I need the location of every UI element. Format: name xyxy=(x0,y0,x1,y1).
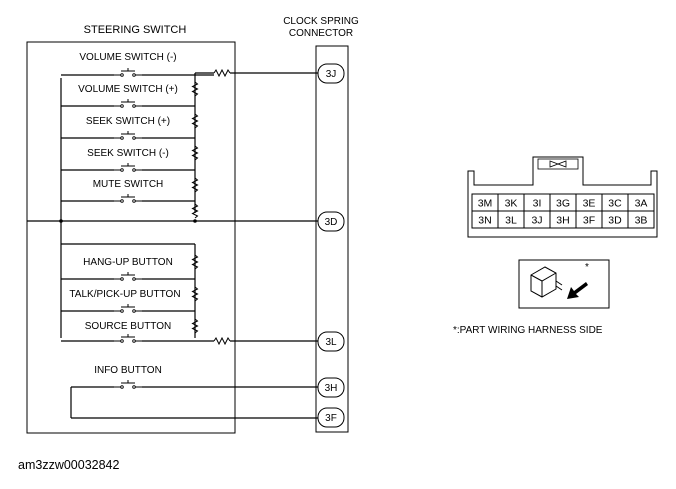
source-series-resistor xyxy=(213,337,231,345)
seek-minus-switch xyxy=(113,162,143,172)
connector-cell-3b: 3B xyxy=(627,210,655,229)
pin-3f: 3F xyxy=(317,407,345,428)
mute-switch xyxy=(113,193,143,203)
steering-switch-box xyxy=(26,41,236,434)
volume-plus-switch xyxy=(113,98,143,108)
svg-text:3D: 3D xyxy=(608,215,622,227)
svg-text:3L: 3L xyxy=(325,337,337,348)
svg-text:3J: 3J xyxy=(531,215,542,227)
connector-cell-3m: 3M xyxy=(471,193,499,212)
talk-pick-up-switch xyxy=(113,303,143,313)
pin-3j: 3J xyxy=(317,63,345,84)
svg-text:3K: 3K xyxy=(505,198,518,210)
connector-cell-3f: 3F xyxy=(575,210,603,229)
image-code: am3zzw00032842 xyxy=(18,458,120,472)
svg-text:3L: 3L xyxy=(505,215,517,227)
svg-text:3H: 3H xyxy=(556,215,569,227)
svg-text:3C: 3C xyxy=(608,198,622,210)
info-label: INFO BUTTON xyxy=(94,365,162,376)
harness-note: *:PART WIRING HARNESS SIDE xyxy=(453,325,603,336)
connector-cell-3j: 3J xyxy=(523,210,551,229)
talk-pick-up-label: TALK/PICK-UP BUTTON xyxy=(69,289,180,300)
svg-text:3J: 3J xyxy=(326,69,337,80)
steering-switch-title: STEERING SWITCH xyxy=(84,24,187,36)
hang-up-label: HANG-UP BUTTON xyxy=(83,257,173,268)
hang-up-switch xyxy=(113,271,143,281)
svg-text:*: * xyxy=(585,262,589,273)
svg-text:3G: 3G xyxy=(556,198,570,210)
connector-cell-3h: 3H xyxy=(549,210,577,229)
svg-text:3A: 3A xyxy=(635,198,648,210)
svg-text:3D: 3D xyxy=(325,217,338,228)
seek-plus-label: SEEK SWITCH (+) xyxy=(86,116,170,127)
volume-minus-resistor xyxy=(213,69,231,77)
pin-3h: 3H xyxy=(317,377,345,398)
connector-cell-3a: 3A xyxy=(627,193,655,212)
connector-cell-3g: 3G xyxy=(549,193,577,212)
info-switch xyxy=(113,379,143,389)
connector-cell-3i: 3I xyxy=(523,193,551,212)
volume-minus-label: VOLUME SWITCH (-) xyxy=(79,52,176,63)
pin-3d: 3D xyxy=(317,211,345,232)
svg-text:3B: 3B xyxy=(635,215,648,227)
svg-text:3N: 3N xyxy=(478,215,491,227)
connector-cell-3l: 3L xyxy=(497,210,525,229)
mute-label: MUTE SWITCH xyxy=(93,179,164,190)
connector-cell-3k: 3K xyxy=(497,193,525,212)
connector-cell-3e: 3E xyxy=(575,193,603,212)
harness-side-plug-icon: * xyxy=(518,259,610,309)
svg-text:3F: 3F xyxy=(325,413,337,424)
clock-spring-connector-body xyxy=(315,45,349,433)
connector-cell-3c: 3C xyxy=(601,193,629,212)
connector-cell-3n: 3N xyxy=(471,210,499,229)
svg-text:3H: 3H xyxy=(325,383,338,394)
connector-cell-3d: 3D xyxy=(601,210,629,229)
svg-text:3M: 3M xyxy=(478,198,493,210)
svg-text:3E: 3E xyxy=(583,198,596,210)
svg-text:3F: 3F xyxy=(583,215,595,227)
seek-minus-label: SEEK SWITCH (-) xyxy=(87,148,169,159)
connector-face-view: 3M 3K 3I 3G 3E 3C 3A 3N 3L 3J 3H 3F 3D 3B xyxy=(467,156,658,238)
clock-spring-title-line2: CONNECTOR xyxy=(289,28,353,39)
source-switch xyxy=(113,333,143,343)
seek-plus-switch xyxy=(113,130,143,140)
pin-3l: 3L xyxy=(317,331,345,352)
clock-spring-title-line1: CLOCK SPRING xyxy=(283,16,359,27)
volume-minus-switch xyxy=(113,67,143,77)
volume-plus-label: VOLUME SWITCH (+) xyxy=(78,84,178,95)
source-label: SOURCE BUTTON xyxy=(85,321,172,332)
svg-text:3I: 3I xyxy=(533,198,542,210)
